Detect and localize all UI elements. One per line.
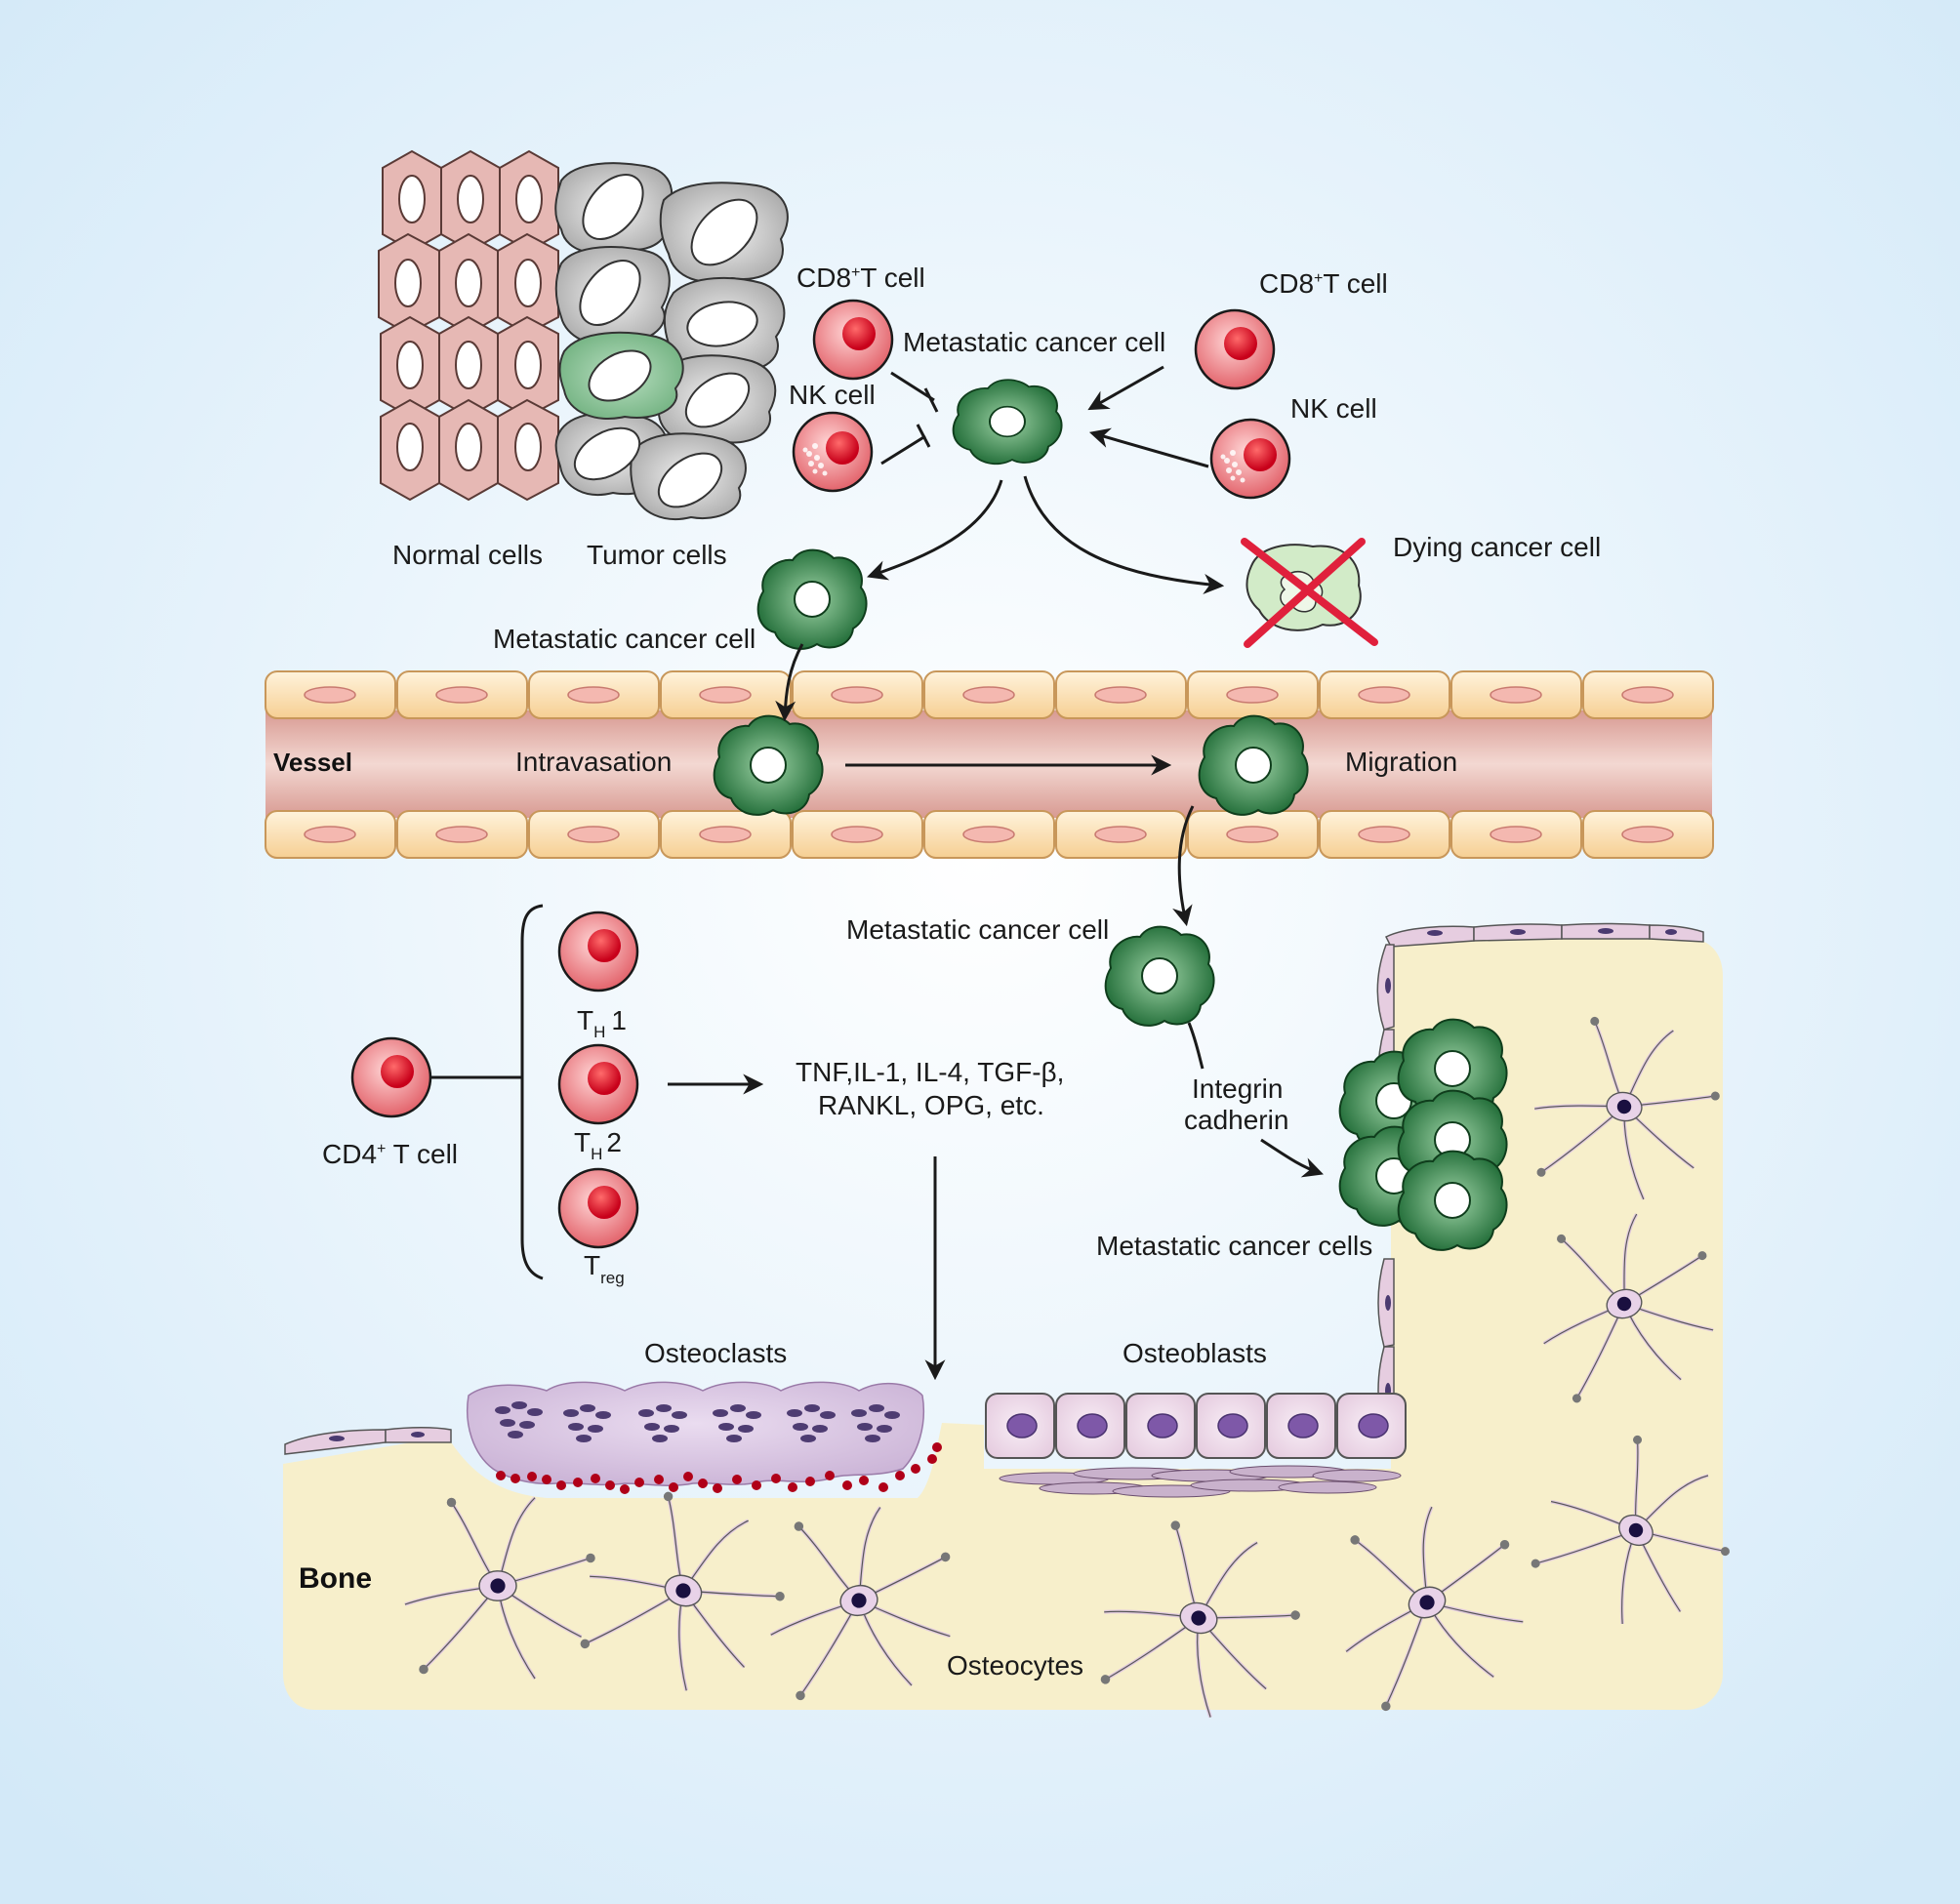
intravasation-label: Intravasation <box>515 747 672 777</box>
metastatic-cancer-cells-label: Metastatic cancer cells <box>1096 1231 1372 1261</box>
osteoblasts-label: Osteoblasts <box>1123 1338 1267 1368</box>
nk-cell-left <box>792 411 874 493</box>
th2-cell <box>557 1043 639 1125</box>
arrows-vessel <box>775 643 1195 927</box>
th1-cell <box>557 911 639 993</box>
nk-cell-left-label: NK cell <box>789 380 876 410</box>
cd8-t-cell-right <box>1194 308 1276 390</box>
endothelium-top <box>265 670 1714 719</box>
integrin-label: Integrin <box>1192 1074 1283 1104</box>
cd8-t-cell-right-label: CD8+T cell <box>1259 268 1388 299</box>
cd8-t-cell-left-label: CD8+T cell <box>796 263 925 293</box>
bone-label: Bone <box>299 1562 372 1595</box>
tumor-cells-cluster <box>554 162 789 520</box>
th-bracket <box>520 904 544 1280</box>
osteoclasts <box>467 1381 942 1494</box>
bone-matrix <box>283 939 1723 1710</box>
cd4-t-cell-label: CD4+ T cell <box>322 1139 458 1169</box>
tumor-cells-label: Tumor cells <box>587 540 727 570</box>
dying-cancer-cell-label: Dying cancer cell <box>1393 532 1601 562</box>
treg-label: Treg <box>584 1250 625 1287</box>
osteoblasts <box>985 1393 1407 1459</box>
cadherin-label: cadherin <box>1184 1105 1288 1135</box>
vessel-label: Vessel <box>273 748 352 777</box>
endothelium-bottom <box>265 810 1714 859</box>
treg-cell <box>557 1167 639 1249</box>
arrows-top <box>867 365 1225 594</box>
migration-label: Migration <box>1345 747 1457 777</box>
normal-cells-cluster <box>378 149 559 502</box>
metastatic-cancer-cell-mid-label: Metastatic cancer cell <box>846 914 1109 945</box>
cd8-t-cell-left <box>812 299 894 381</box>
metastatic-cancer-cell-top-label: Metastatic cancer cell <box>903 327 1165 357</box>
vessel <box>265 670 1714 859</box>
osteoclasts-label: Osteoclasts <box>644 1338 787 1368</box>
cytokines-line1: TNF,IL-1, IL-4, TGF-β, <box>796 1057 1064 1087</box>
nk-cell-right-label: NK cell <box>1290 393 1377 424</box>
osteoid-fibers <box>999 1465 1402 1498</box>
metastatic-cancer-cell-left-label: Metastatic cancer cell <box>493 624 755 654</box>
dying-cancer-cell <box>1241 538 1378 648</box>
integrin-arrows <box>1187 1022 1324 1178</box>
nk-cell-right <box>1209 418 1291 500</box>
cd4-t-cell <box>350 1036 432 1118</box>
inhibition-marks <box>880 371 939 466</box>
cytokines-line2: RANKL, OPG, etc. <box>818 1090 1044 1120</box>
osteocytes-label: Osteocytes <box>947 1650 1083 1681</box>
normal-cells-label: Normal cells <box>392 540 543 570</box>
